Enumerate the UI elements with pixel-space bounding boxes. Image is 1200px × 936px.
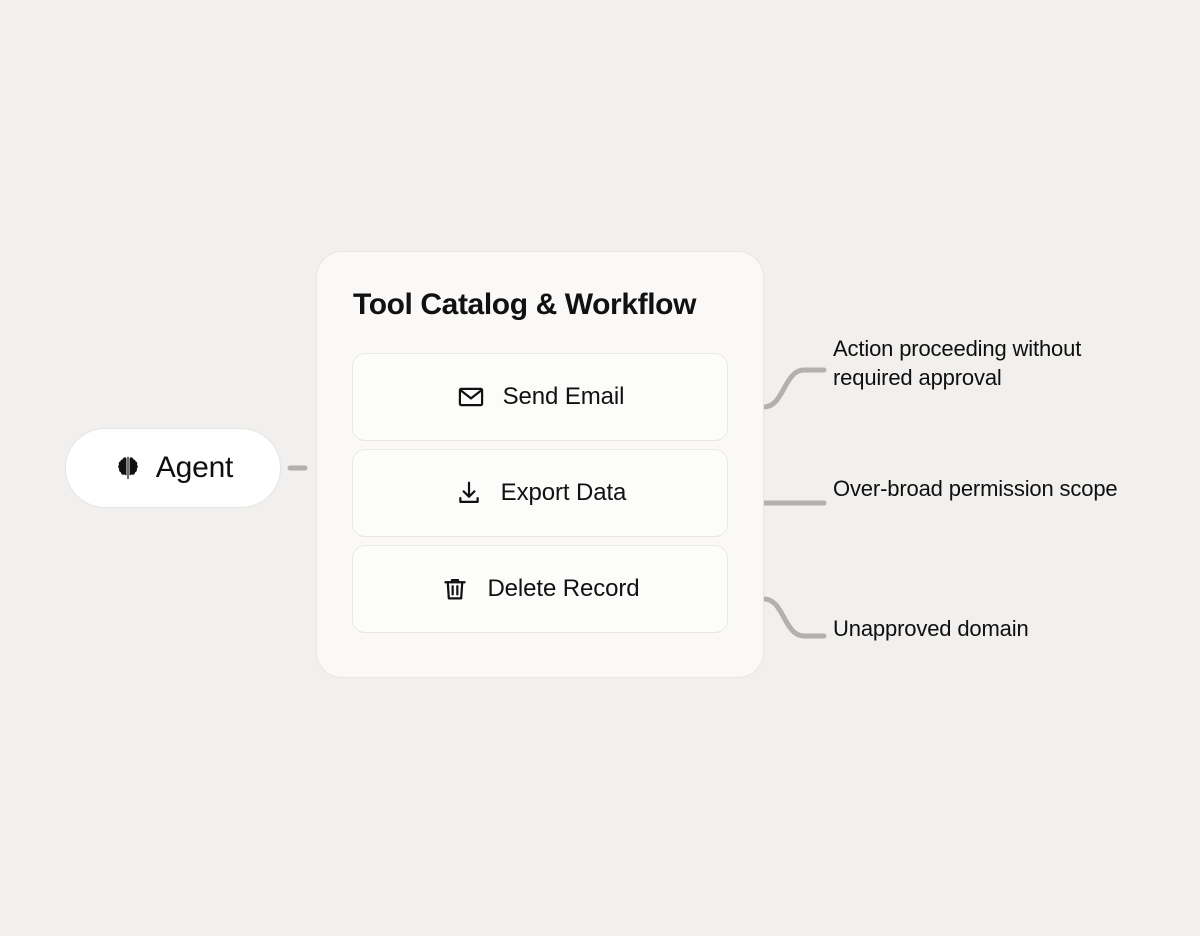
card-title: Tool Catalog & Workflow	[353, 288, 697, 321]
tool-row-delete-record[interactable]: Delete Record	[352, 545, 728, 633]
trash-icon	[440, 574, 470, 604]
annotation-send-email: Action proceeding without required appro…	[833, 336, 1082, 390]
tool-catalog-card: Tool Catalog & Workflow Send Email	[316, 251, 764, 678]
annotation-export-data: Over-broad permission scope	[833, 476, 1118, 501]
agent-node[interactable]: Agent	[65, 428, 281, 508]
tool-row-export-data[interactable]: Export Data	[352, 449, 728, 537]
download-icon	[454, 478, 484, 508]
tool-list: Send Email Export Data	[352, 353, 728, 633]
tool-label: Send Email	[502, 383, 625, 410]
brain-icon	[113, 453, 143, 483]
tool-label: Export Data	[500, 479, 627, 506]
envelope-icon	[456, 382, 486, 412]
tool-row-send-email[interactable]: Send Email	[352, 353, 728, 441]
tool-label: Delete Record	[487, 575, 640, 602]
annotation-delete-record: Unapproved domain	[833, 616, 1029, 641]
agent-label: Agent	[155, 451, 234, 484]
